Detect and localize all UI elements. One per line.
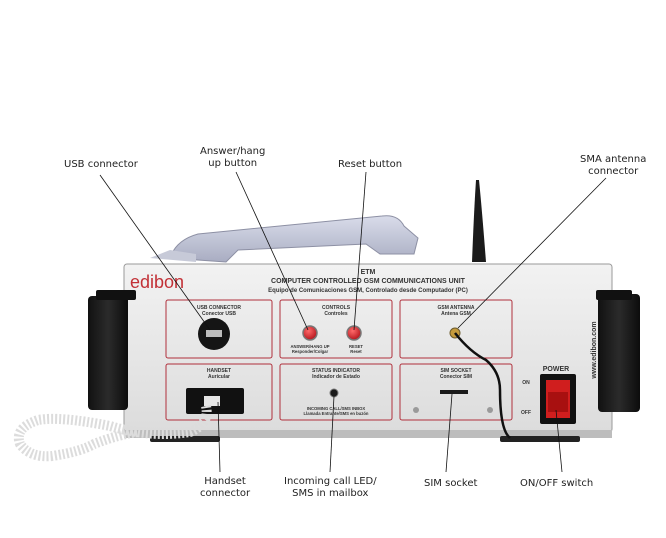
callout-sma-line2: connector <box>588 166 639 177</box>
status-led <box>329 388 339 398</box>
callout-sim: SIM socket <box>424 478 478 489</box>
power-on-label: ON <box>522 380 530 386</box>
usb-panel-title: USB CONNECTOR <box>197 305 241 311</box>
phone-handset <box>150 215 419 263</box>
usb-connector[interactable] <box>198 318 230 350</box>
gsm-antenna <box>472 180 486 262</box>
answer-panel-title: ANSWER/HANG UP <box>290 344 329 349</box>
antenna-panel-title: GSM ANTENNA <box>437 305 474 311</box>
edibon-logo: edibon <box>130 272 184 292</box>
callout-incoming: Incoming call LED/ SMS in mailbox <box>284 476 377 500</box>
callout-incoming-line1: Incoming call LED/ <box>284 476 377 487</box>
callout-sma-line1: SMA antenna <box>580 154 647 165</box>
callout-answer: Answer/hang up button <box>200 146 265 170</box>
callout-answer-line1: Answer/hang <box>200 146 266 157</box>
handset-panel-title: HANDSET <box>207 368 231 374</box>
antenna-panel-sub: Antena GSM <box>441 311 471 317</box>
controls-panel <box>279 299 393 359</box>
callout-sma: SMA antenna connector <box>580 154 646 178</box>
controls-panel-title: CONTROLS <box>322 305 351 311</box>
callout-incoming-line2: SMS in mailbox <box>292 488 369 499</box>
handset-connector[interactable] <box>186 388 244 414</box>
usb-panel-sub: Conector USB <box>202 311 236 317</box>
callout-usb: USB connector <box>64 159 138 170</box>
left-handle <box>88 296 128 410</box>
callout-onoff: ON/OFF switch <box>520 478 594 489</box>
right-handle <box>598 294 640 412</box>
coiled-cord <box>13 404 212 462</box>
callout-handset: Handset connector <box>200 476 250 500</box>
sim-panel <box>399 363 513 421</box>
callout-handset-line1: Handset <box>204 476 246 487</box>
status-panel-title: STATUS INDICATOR <box>312 368 360 374</box>
status-panel <box>279 363 393 421</box>
brand-text: edibon <box>130 272 184 292</box>
device-title: COMPUTER CONTROLLED GSM COMMUNICATIONS U… <box>271 278 466 285</box>
website-text: www.edibon.com <box>591 321 598 379</box>
status-panel-sub: Indicador de Estado <box>312 374 360 380</box>
antenna-panel <box>399 299 513 359</box>
callout-lines <box>99 171 607 473</box>
callout-reset: Reset button <box>338 159 403 170</box>
power-switch[interactable] <box>540 374 576 424</box>
power-label: POWER <box>543 366 569 373</box>
power-off-label: OFF <box>521 410 531 416</box>
handset-panel <box>165 363 273 421</box>
handset-panel-sub: Auricular <box>208 374 230 380</box>
antenna-cable <box>454 332 511 439</box>
callout-answer-line2: up button <box>208 158 258 169</box>
usb-panel <box>165 299 273 359</box>
answer-panel-sub: Responder/Colgar <box>292 349 329 354</box>
sim-socket[interactable] <box>440 390 468 394</box>
reset-panel-title: RESET <box>349 344 363 349</box>
incoming-panel-title: INCOMING CALL/SMS INBOX <box>307 406 366 411</box>
sim-panel-title: SIM SOCKET <box>440 368 471 374</box>
sim-panel-sub: Conector SIM <box>440 374 472 380</box>
incoming-panel-sub: Llamada Entrante/SMS en buzón <box>304 411 369 416</box>
callout-handset-line2: connector <box>200 488 251 499</box>
device-subtitle: Equipo de Comunicaciones GSM, Controlado… <box>268 288 468 294</box>
reset-panel-sub: Reset <box>350 349 362 354</box>
answer-hangup-button[interactable] <box>302 325 318 341</box>
device-model: ETM <box>361 269 376 276</box>
controls-panel-sub: Controles <box>324 311 348 317</box>
